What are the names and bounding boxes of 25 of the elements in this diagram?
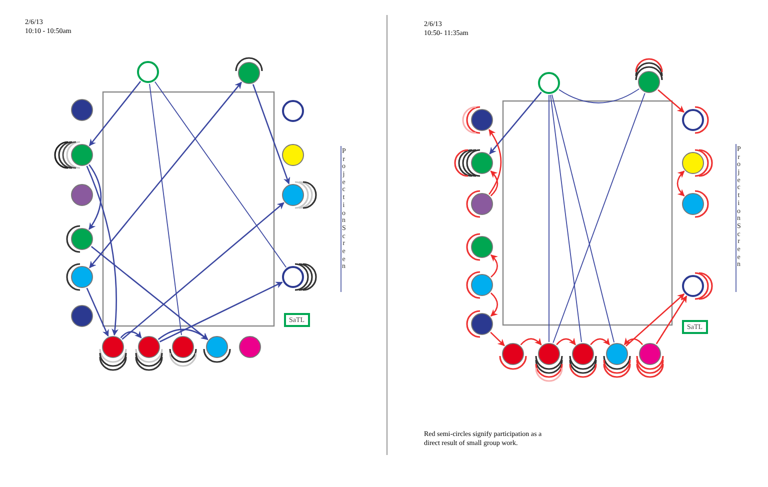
- arrow: [656, 296, 688, 344]
- arrow: [556, 338, 576, 346]
- arrow: [158, 328, 208, 340]
- arrow: [120, 330, 142, 338]
- arrow: [626, 294, 685, 346]
- arrow: [658, 89, 684, 113]
- arrow: [489, 92, 542, 154]
- arrow: [676, 170, 685, 196]
- arrow: [90, 246, 208, 340]
- arrow: [490, 170, 498, 196]
- arrow: [86, 288, 109, 337]
- arrow: [520, 338, 542, 346]
- arrow: [88, 80, 142, 146]
- arrow: [490, 254, 498, 278]
- arrow: [86, 166, 118, 336]
- arrow: [590, 338, 610, 346]
- arrow: [490, 292, 498, 316]
- arrow: [624, 338, 643, 346]
- arrow: [89, 82, 242, 268]
- arrow: [252, 84, 290, 184]
- arrow: [490, 332, 505, 346]
- arrow: [160, 282, 283, 342]
- arrow: [488, 129, 502, 195]
- arrow: [122, 202, 284, 340]
- arrow: [88, 164, 102, 230]
